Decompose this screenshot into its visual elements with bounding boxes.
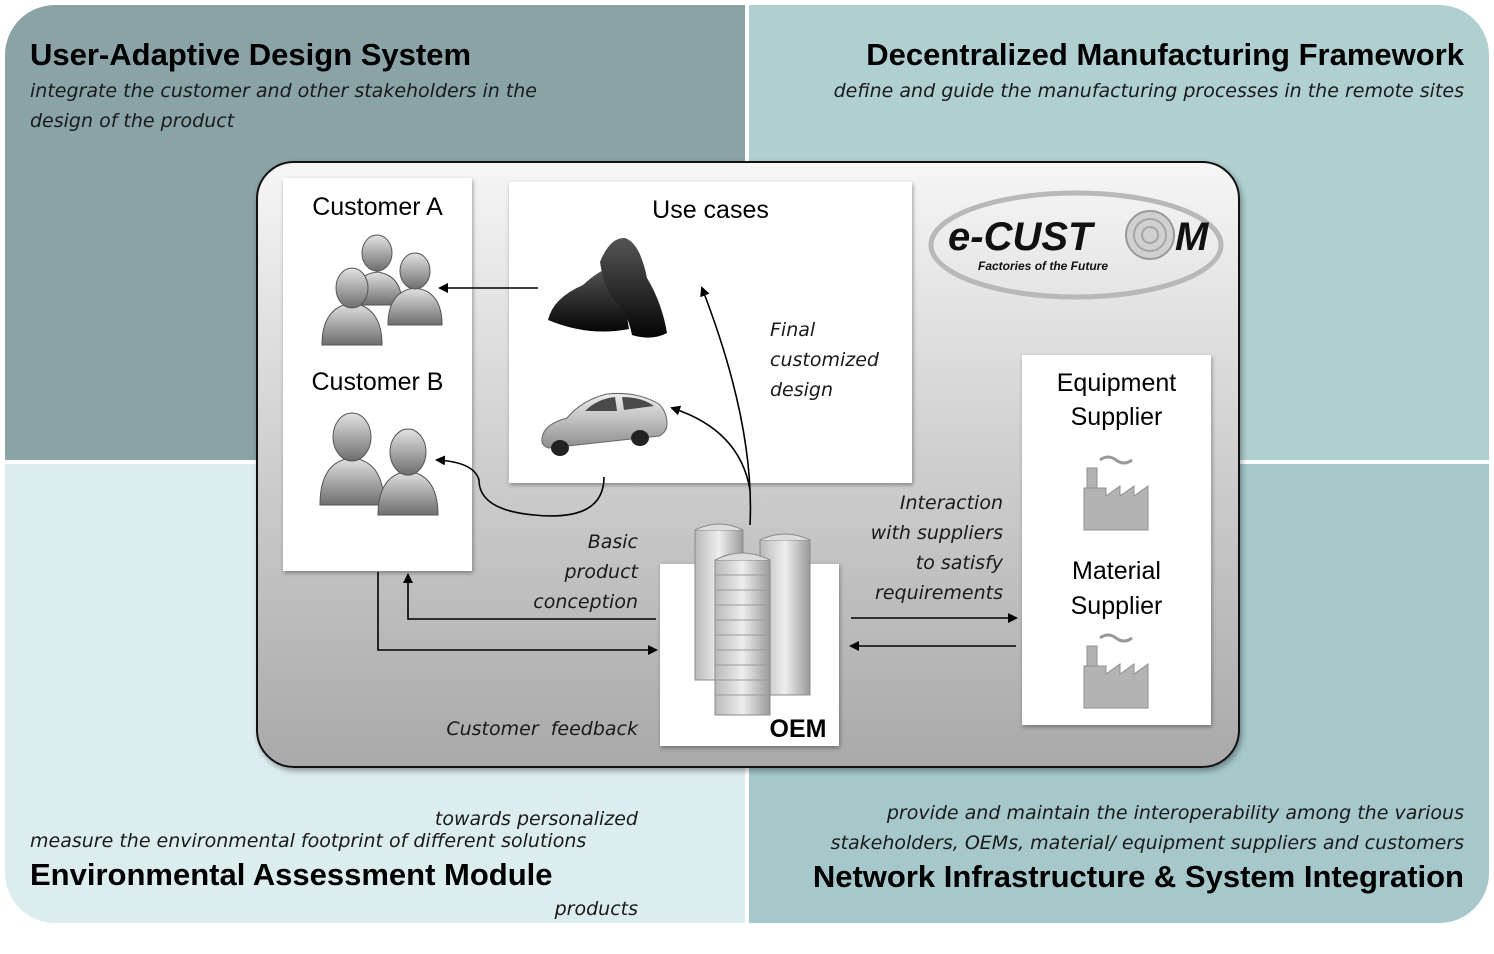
couple-icon <box>319 412 439 516</box>
interaction-annotation: Interaction with suppliers to satisfy re… <box>870 492 1003 604</box>
svg-text:e-CUST: e-CUST <box>948 215 1096 259</box>
oem-label: OEM <box>769 715 827 743</box>
network-subtitle-line2: stakeholders, OEMs, material/ equipment … <box>830 832 1464 854</box>
decentralized-subtitle: define and guide the manufacturing proce… <box>833 80 1464 102</box>
flow-arrows <box>377 283 1018 655</box>
decentralized-title: Decentralized Manufacturing Framework <box>866 37 1464 72</box>
customer-a-label: Customer A <box>312 193 443 221</box>
use-cases-title: Use cases <box>652 196 769 224</box>
equipment-label-line1: Equipment <box>1056 369 1177 397</box>
network-title: Network Infrastructure & System Integrat… <box>812 859 1464 894</box>
feedback-annotation: Customer feedback towards personalized p… <box>434 718 638 920</box>
environmental-title: Environmental Assessment Module <box>30 857 553 892</box>
car-icon <box>541 393 668 456</box>
material-label-line1: Material <box>1072 557 1161 585</box>
equipment-label-line2: Supplier <box>1070 403 1163 431</box>
e-custom-logo: e-CUST M Factories of the Future <box>928 190 1224 300</box>
user-adaptive-title: User-Adaptive Design System <box>30 37 472 72</box>
skyscraper-icon <box>694 523 811 716</box>
shoe-icon <box>548 237 667 338</box>
basic-conception-annotation: Basic product conception <box>533 531 638 613</box>
user-adaptive-subtitle: integrate the customer and other stakeho… <box>30 80 537 132</box>
environmental-subtitle: measure the environmental footprint of d… <box>30 830 587 852</box>
customer-b-label: Customer B <box>311 368 444 396</box>
suppliers-box <box>1022 355 1211 725</box>
material-label-line2: Supplier <box>1070 592 1163 620</box>
svg-text:Factories of the Future: Factories of the Future <box>978 259 1108 273</box>
factory-icon <box>1083 633 1149 709</box>
factory-icon <box>1083 455 1149 531</box>
final-design-annotation: Final customized design <box>770 319 879 401</box>
network-subtitle-line1: provide and maintain the interoperabilit… <box>886 802 1464 824</box>
svg-text:M: M <box>1175 215 1210 259</box>
people-group-icon <box>321 234 443 346</box>
